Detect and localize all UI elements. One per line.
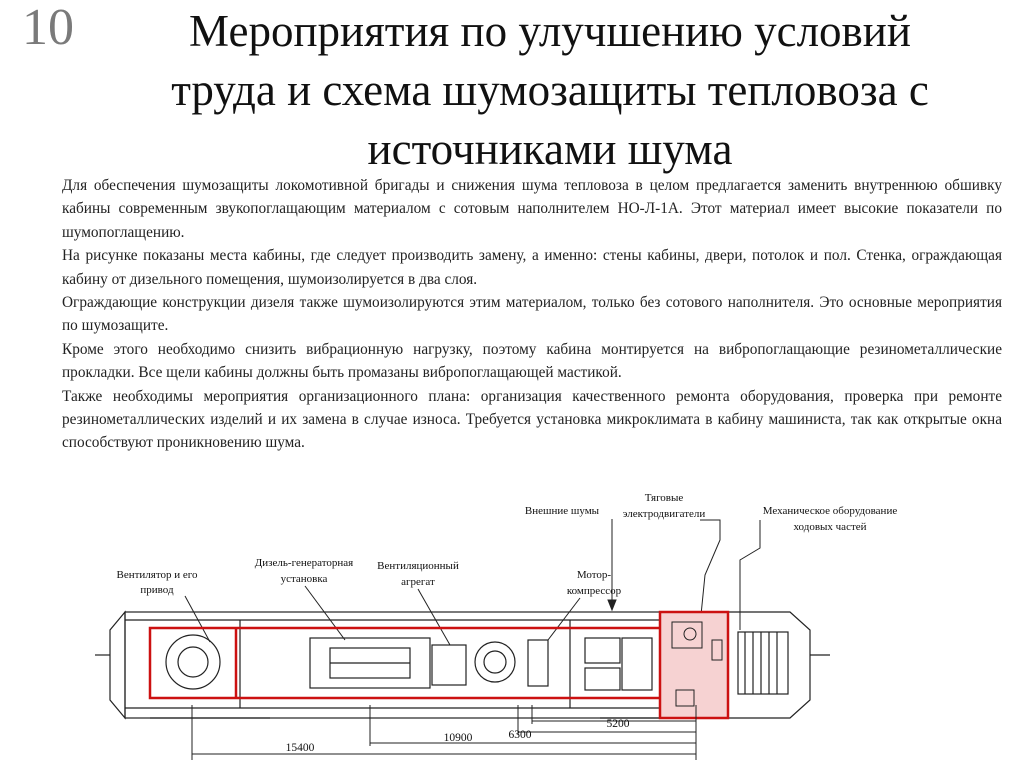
motor-compressor <box>527 639 549 687</box>
rear-end <box>109 610 126 720</box>
dim-label-5200: 5200 <box>607 718 630 730</box>
page-title: Мероприятия по улучшению условий труда и… <box>80 2 1020 179</box>
dim-label-6300: 6300 <box>509 729 532 741</box>
leader-motor-comp <box>547 597 581 641</box>
paragraph-1: Для обеспечения шумозащиты локомотивной … <box>62 177 1002 241</box>
paragraph-2: На рисунке показаны места кабины, где сл… <box>62 247 1002 288</box>
vent-unit-inner <box>483 650 507 674</box>
arrow-external-noise <box>607 599 617 612</box>
leader-vent-unit <box>417 588 451 646</box>
label-fan-1: Вентилятор и его <box>116 569 198 581</box>
label-vent-unit-2: агрегат <box>401 576 435 588</box>
front-grille <box>737 631 789 695</box>
aux-cabinet <box>621 637 653 691</box>
leader-diesel-gen <box>304 585 346 641</box>
title-line-1: Мероприятия по улучшению условий <box>189 6 911 56</box>
label-traction-motors-2: электродвигатели <box>623 508 706 520</box>
label-diesel-gen-2: установка <box>281 573 328 585</box>
title-line-3: источниками шума <box>367 124 733 174</box>
label-motor-comp-2: компрессор <box>567 585 622 597</box>
cab-console <box>711 639 723 661</box>
label-traction-motors-1: Тяговые <box>645 492 684 504</box>
cab-seat <box>671 621 703 649</box>
fan-inner <box>177 646 209 678</box>
label-external-noise: Внешние шумы <box>525 505 600 517</box>
leader-mech-equipment <box>739 520 761 630</box>
cab-wheel <box>683 627 697 641</box>
paragraph-5: Также необходимы мероприятия организацио… <box>62 387 1002 452</box>
generator <box>431 644 467 686</box>
locomotive-noise-diagram: Внешние шумы Тяговые электродвигатели Ме… <box>95 492 898 760</box>
slide-number: 10 <box>22 0 74 56</box>
label-diesel-gen-1: Дизель-генераторная <box>255 557 353 569</box>
label-mech-equipment-1: Механическое оборудование <box>763 505 898 517</box>
paragraph-4: Кроме этого необходимо снизить вибрацион… <box>62 340 1002 382</box>
label-vent-unit-1: Вентиляционный <box>377 560 459 572</box>
title-line-2: труда и схема шумозащиты тепловоза с <box>171 65 929 115</box>
cab-seat-2 <box>675 689 695 707</box>
label-mech-equipment-2: ходовых частей <box>793 521 866 533</box>
dim-label-10900: 10900 <box>444 732 473 744</box>
aux-panel-2 <box>584 667 621 691</box>
vent-unit-outer <box>474 641 516 683</box>
label-fan-2: привод <box>140 584 174 596</box>
label-motor-comp-1: Мотор- <box>577 569 612 581</box>
dim-label-15400: 15400 <box>286 742 315 754</box>
aux-panel-1 <box>584 637 621 664</box>
leader-traction-motors <box>699 519 721 626</box>
fan-outer <box>165 634 221 690</box>
diesel-engine <box>309 637 431 689</box>
paragraph-3: Ограждающие конструкции дизеля также шум… <box>62 294 1002 335</box>
leader-fan <box>184 595 211 643</box>
body-text: Для обеспечения шумозащиты локомотивной … <box>62 174 1002 455</box>
